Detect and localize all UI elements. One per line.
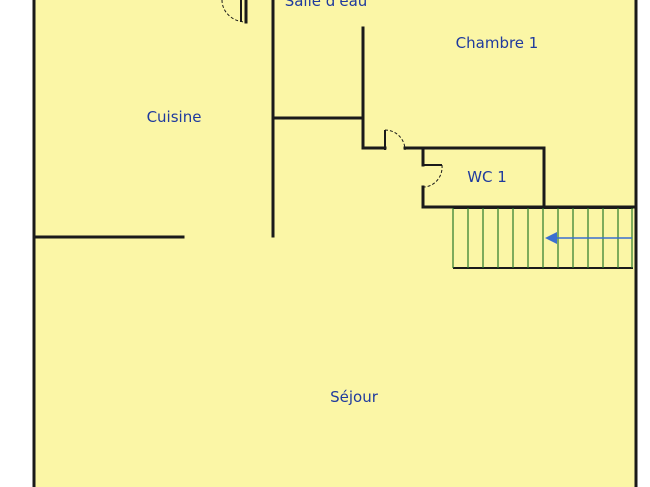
- room-label-chambre-1: Chambre 1: [455, 34, 539, 52]
- room-label-salle-d-eau: Salle d'eau: [284, 0, 368, 10]
- doors: [221, 0, 443, 188]
- room-label-cuisine: Cuisine: [146, 108, 202, 126]
- arrow-left-icon: [545, 232, 632, 244]
- room-label-wc-1: WC 1: [467, 168, 507, 186]
- outer-walls: [32, 0, 638, 487]
- room-label-sejour: Séjour: [330, 388, 378, 406]
- floor-area: [34, 0, 636, 487]
